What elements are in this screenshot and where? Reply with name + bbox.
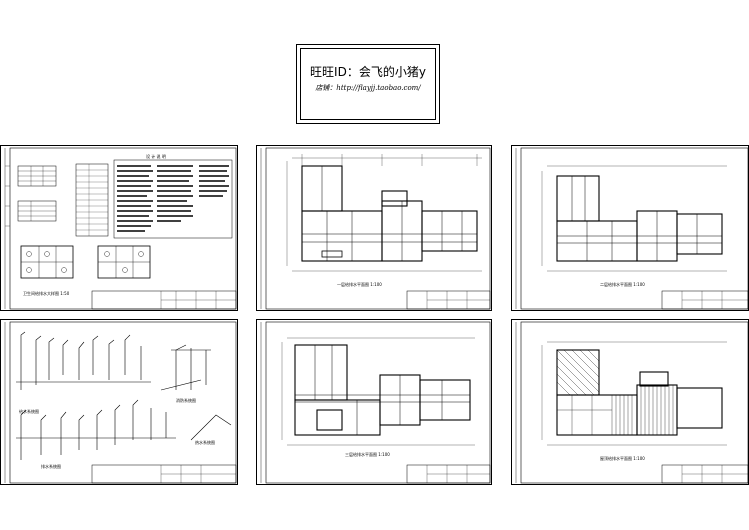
drawing-sheet-3[interactable]: 二层给排水平面图 1:100 [511,145,749,311]
drawing-sheet-5[interactable]: 三层给排水平面图 1:100 [256,319,492,485]
sheet-5-caption: 三层给排水平面图 1:100 [345,452,390,457]
sheet-6-caption: 屋顶给排水平面图 1:100 [600,456,645,461]
drawing-sheet-4[interactable]: 给水系统图 消防系统图 热水系统图 排水系统图 [0,319,238,485]
sheet-4-caption-fire: 消防系统图 [176,398,196,403]
watermark-title: 旺旺ID：会飞的小猪y [310,65,426,79]
sheet-1-caption: 卫生间给排水大样图 1:50 [23,291,70,296]
sheet-2-caption: 一层给排水平面图 1:100 [337,282,382,287]
sheet-1-drawing [4,147,237,310]
sheet-3-caption: 二层给排水平面图 1:100 [600,282,645,287]
sheet-6-drawing [515,321,749,484]
sheet-4-caption-hot: 热水系统图 [195,440,215,445]
watermark-shop-url: 店铺：http://flayjj.taobao.com/ [315,84,421,92]
sheet-3-drawing [515,147,749,310]
sheet-4-caption-water: 给水系统图 [19,409,39,414]
drawing-sheet-6[interactable]: 屋顶给排水平面图 1:100 [511,319,749,485]
drawing-sheet-2[interactable]: 一层给排水平面图 1:100 [256,145,492,311]
sheet-5-drawing [260,321,491,484]
watermark-inner-frame [300,48,436,120]
sheet-2-drawing [260,147,491,310]
watermark-box: 旺旺ID：会飞的小猪y 店铺：http://flayjj.taobao.com/ [296,44,440,124]
sheet-4-drawing [4,321,237,484]
drawing-sheet-1[interactable]: 设 计 说 明 卫生间给排水大样图 1:50 [0,145,238,311]
sheet-4-caption-drain: 排水系统图 [41,464,61,469]
sheet-1-notes-caption: 设 计 说 明 [146,154,166,159]
